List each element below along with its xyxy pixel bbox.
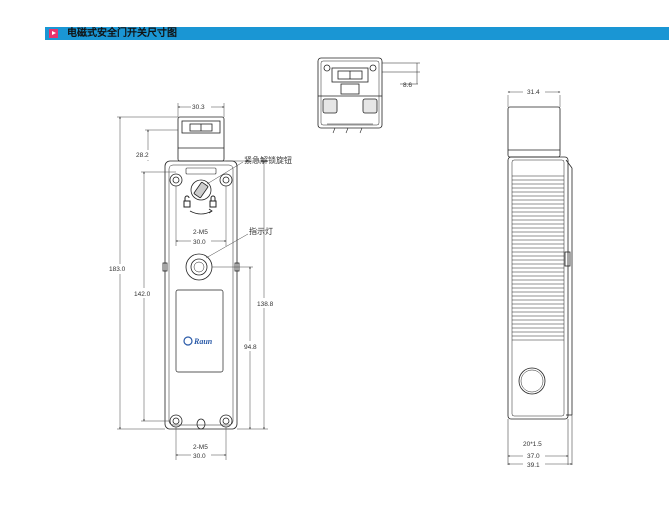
side-ribs	[512, 175, 564, 341]
front-dimensions	[117, 103, 268, 460]
side-view	[507, 106, 573, 465]
bottom-pitch-label: 30.0	[193, 453, 206, 460]
indicator-lamp-label: 指示灯	[249, 226, 273, 236]
side-width-1-label: 37.0	[527, 453, 540, 460]
front-view	[162, 116, 240, 430]
bottom-holes-label: 2-M5	[193, 444, 208, 451]
unlock-icon	[183, 195, 191, 208]
lamp-height-label: 138.8	[257, 301, 274, 308]
side-top-width-label: 31.4	[527, 89, 540, 96]
page-title: 电磁式安全门开关尺寸图	[67, 28, 177, 39]
side-dimensions	[507, 91, 573, 465]
hole-dim-label: 20*1.5	[523, 441, 542, 448]
side-width-2-label: 39.1	[527, 462, 540, 469]
overall-height-label: 183.0	[109, 266, 126, 273]
brand-logo-icon	[183, 336, 193, 346]
play-marker-icon	[49, 29, 58, 38]
top-width-label: 30.3	[192, 104, 205, 111]
head-height-label: 28.2	[136, 152, 149, 159]
header-bar: 电磁式安全门开关尺寸图	[45, 27, 669, 40]
top-view	[317, 57, 420, 134]
mount-height-label: 142.0	[134, 291, 151, 298]
lock-icon	[209, 195, 217, 208]
rotate-arrow-icon	[189, 208, 213, 215]
brand-logo-text: Raun	[193, 337, 213, 346]
top-dim-label: 8.6	[403, 82, 412, 89]
upper-pitch-label: 30.0	[193, 239, 206, 246]
lower-height-label: 94.8	[244, 344, 257, 351]
release-knob-label: 紧急解锁旋钮	[244, 155, 292, 165]
upper-holes-label: 2-M5	[193, 229, 208, 236]
